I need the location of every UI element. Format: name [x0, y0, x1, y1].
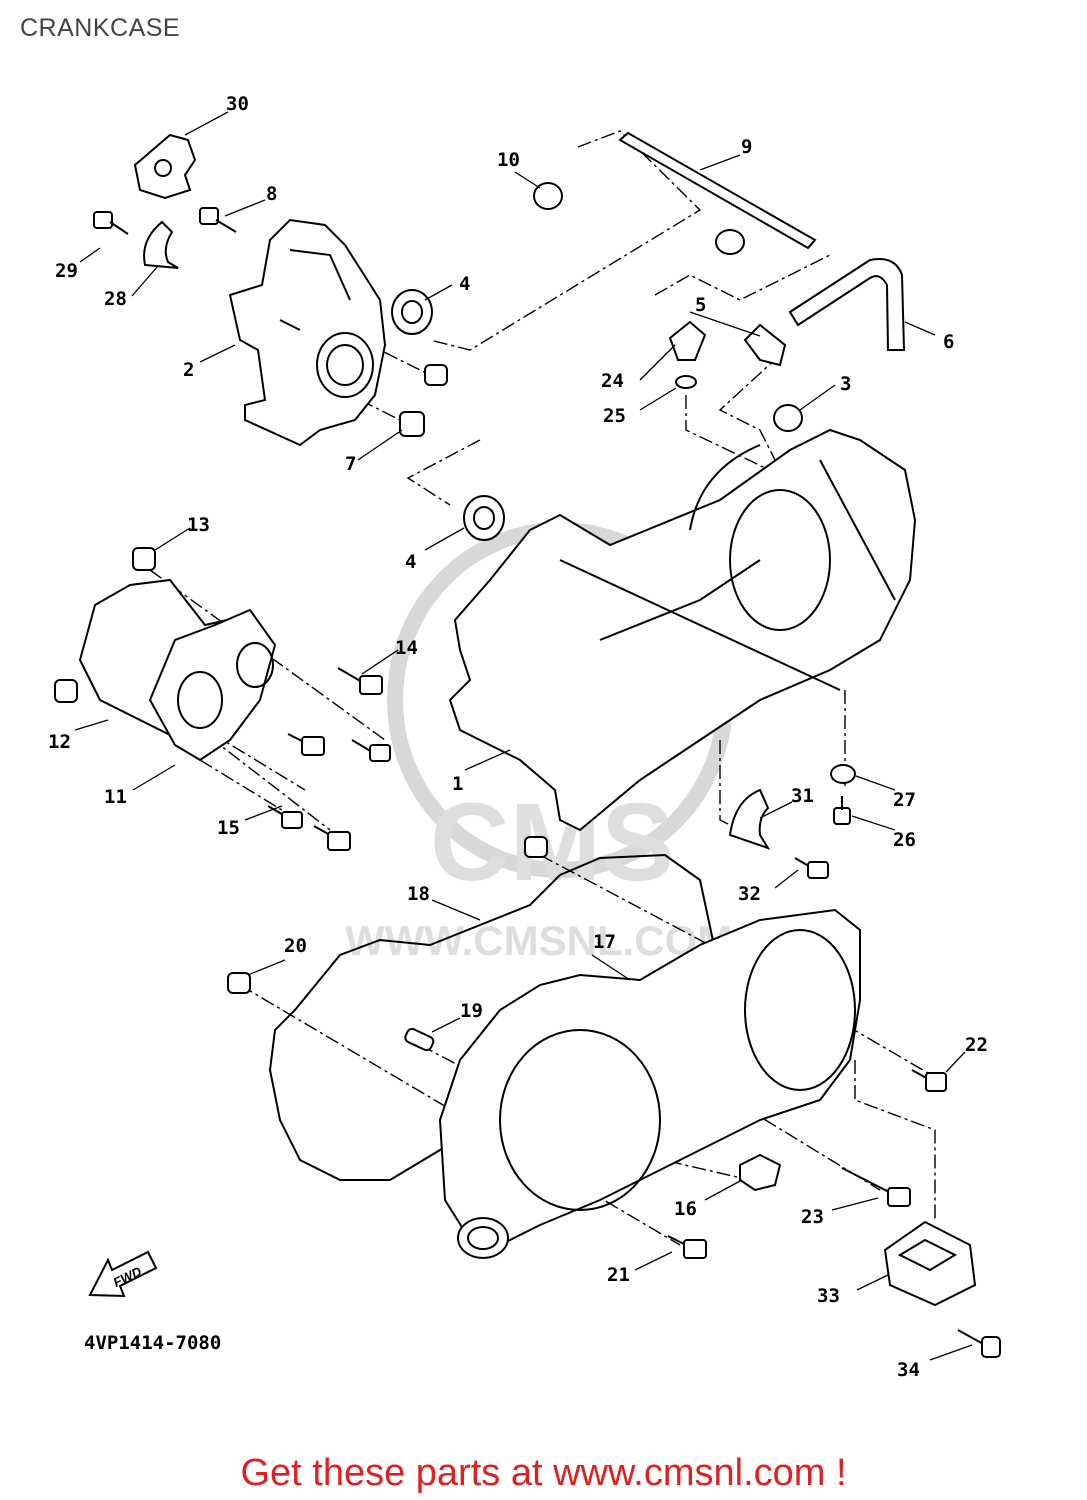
callout-32: 32 [738, 883, 761, 905]
call-to-action-link[interactable]: Get these parts at www.cmsnl.com ! [240, 1452, 847, 1494]
part-15-bolt-b [267, 805, 303, 829]
callout-26: 26 [893, 829, 916, 851]
callout-1: 1 [452, 773, 463, 795]
part-23-bolt [841, 1167, 911, 1207]
callout-4-upper: 4 [459, 273, 470, 295]
callout-labels: 1 2 3 4 4 5 6 7 8 9 10 11 12 13 14 15 16… [48, 93, 988, 1381]
callout-22: 22 [965, 1034, 988, 1056]
callout-23: 23 [801, 1206, 824, 1228]
callout-10: 10 [497, 149, 520, 171]
callout-7: 7 [345, 453, 356, 475]
part-15-bolt-c [313, 825, 351, 851]
callout-24: 24 [601, 370, 624, 392]
callout-16: 16 [674, 1198, 697, 1220]
callout-25: 25 [603, 405, 626, 427]
part-30-plate [133, 133, 197, 200]
callout-17: 17 [593, 931, 616, 953]
watermark-logo-text: CMS [430, 781, 674, 904]
callout-leaders [74, 111, 973, 1361]
callout-20: 20 [284, 935, 307, 957]
callout-19: 19 [460, 1000, 483, 1022]
part-33-boot [883, 1220, 977, 1307]
part-3-damper [773, 404, 803, 432]
part-26-bolt [833, 796, 851, 825]
callout-11: 11 [104, 786, 127, 808]
part-2-crankcase-half-left [228, 218, 387, 447]
part-28-half-collar [143, 220, 179, 269]
callout-31: 31 [791, 785, 814, 807]
part-4-bearing-lower [463, 495, 505, 541]
callout-34: 34 [897, 1359, 920, 1381]
part-7-dowel-a [424, 364, 448, 386]
part-9-shaft [618, 131, 817, 255]
part-15-bolt-a [287, 733, 325, 756]
callout-28: 28 [104, 288, 127, 310]
callout-27: 27 [893, 789, 916, 811]
part-24-drain-plug [668, 320, 707, 361]
part-27-washer [830, 764, 856, 784]
callout-12: 12 [48, 731, 71, 753]
part-32-bolt [794, 857, 829, 879]
part-21-bolt [667, 1235, 707, 1259]
fwd-arrow-icon: FWD [88, 1250, 158, 1298]
callout-5: 5 [695, 294, 706, 316]
callout-18: 18 [407, 883, 430, 905]
callout-9: 9 [741, 136, 752, 158]
part-13-dowel [132, 547, 156, 571]
part-20-dowel [227, 972, 251, 994]
part-5-fitting [743, 323, 787, 367]
part-22-bolt [911, 1069, 947, 1092]
part-10-clip [533, 182, 563, 210]
callout-4-lower: 4 [405, 551, 416, 573]
diagram-title: CRANKCASE [20, 14, 181, 42]
watermark-site-text: WWW.CMSNL.COM [345, 917, 732, 964]
callout-6: 6 [943, 331, 954, 353]
part-34-screw [957, 1329, 1001, 1358]
part-19-pin [404, 1027, 435, 1052]
part-16-fitting [739, 1153, 782, 1192]
part-4-bearing-upper [391, 289, 433, 335]
callout-15: 15 [217, 817, 240, 839]
callout-14: 14 [395, 637, 418, 659]
part-18-dowel [524, 836, 548, 858]
part-31-half-collar [728, 788, 771, 850]
part-29-bolt [93, 211, 129, 235]
callout-2: 2 [183, 359, 194, 381]
callout-21: 21 [607, 1264, 630, 1286]
part-17-filler-spout [457, 1217, 509, 1259]
callout-30: 30 [226, 93, 249, 115]
callout-3: 3 [840, 373, 851, 395]
part-14-bolt-upper [337, 667, 383, 695]
part-25-o-ring [675, 375, 697, 389]
callout-29: 29 [55, 260, 78, 282]
callout-13: 13 [187, 514, 210, 536]
part-12-dowel [54, 679, 78, 703]
part-1-crankcase-main [448, 428, 917, 832]
part-14-bolt-lower [351, 739, 391, 762]
part-7-dowel-b [399, 411, 425, 437]
callout-8: 8 [266, 183, 277, 205]
diagram-code: 4VP1414-7080 [84, 1332, 222, 1354]
part-8-bolt [199, 207, 237, 233]
callout-33: 33 [817, 1285, 840, 1307]
part-6-hose [788, 258, 906, 351]
